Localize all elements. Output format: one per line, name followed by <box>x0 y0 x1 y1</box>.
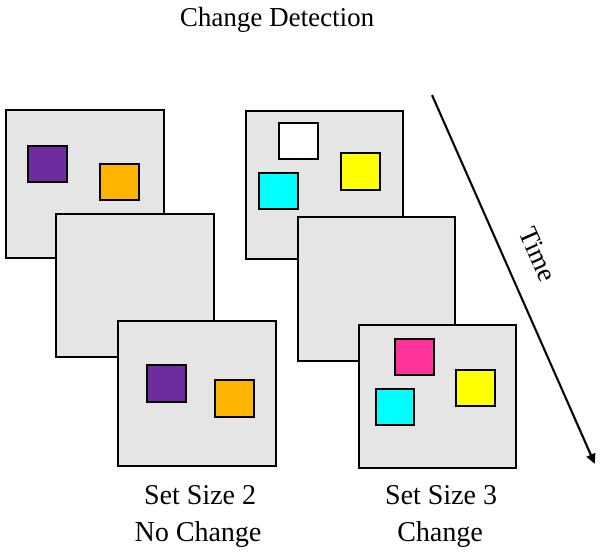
condition-set-size-3: Set Size 3 Change <box>245 110 517 548</box>
condition-caption-line2: Change <box>397 517 483 548</box>
purple-square <box>146 364 187 403</box>
white-square <box>278 122 319 160</box>
orange-square <box>214 379 255 418</box>
magenta-square <box>394 338 435 376</box>
cyan-square <box>258 172 299 210</box>
condition-set-size-2: Set Size 2 No Change <box>5 109 277 548</box>
yellow-square <box>455 369 496 407</box>
time-arrow <box>430 94 596 464</box>
yellow-square <box>340 152 381 191</box>
time-label: Time <box>513 222 563 285</box>
condition-caption-line1: Set Size 3 <box>385 480 497 511</box>
purple-square <box>27 145 68 183</box>
orange-square <box>99 163 140 201</box>
cyan-square <box>375 388 415 426</box>
condition-caption-line2: No Change <box>135 517 262 548</box>
diagram-title: Change Detection <box>180 2 375 32</box>
condition-caption-line1: Set Size 2 <box>144 480 256 511</box>
